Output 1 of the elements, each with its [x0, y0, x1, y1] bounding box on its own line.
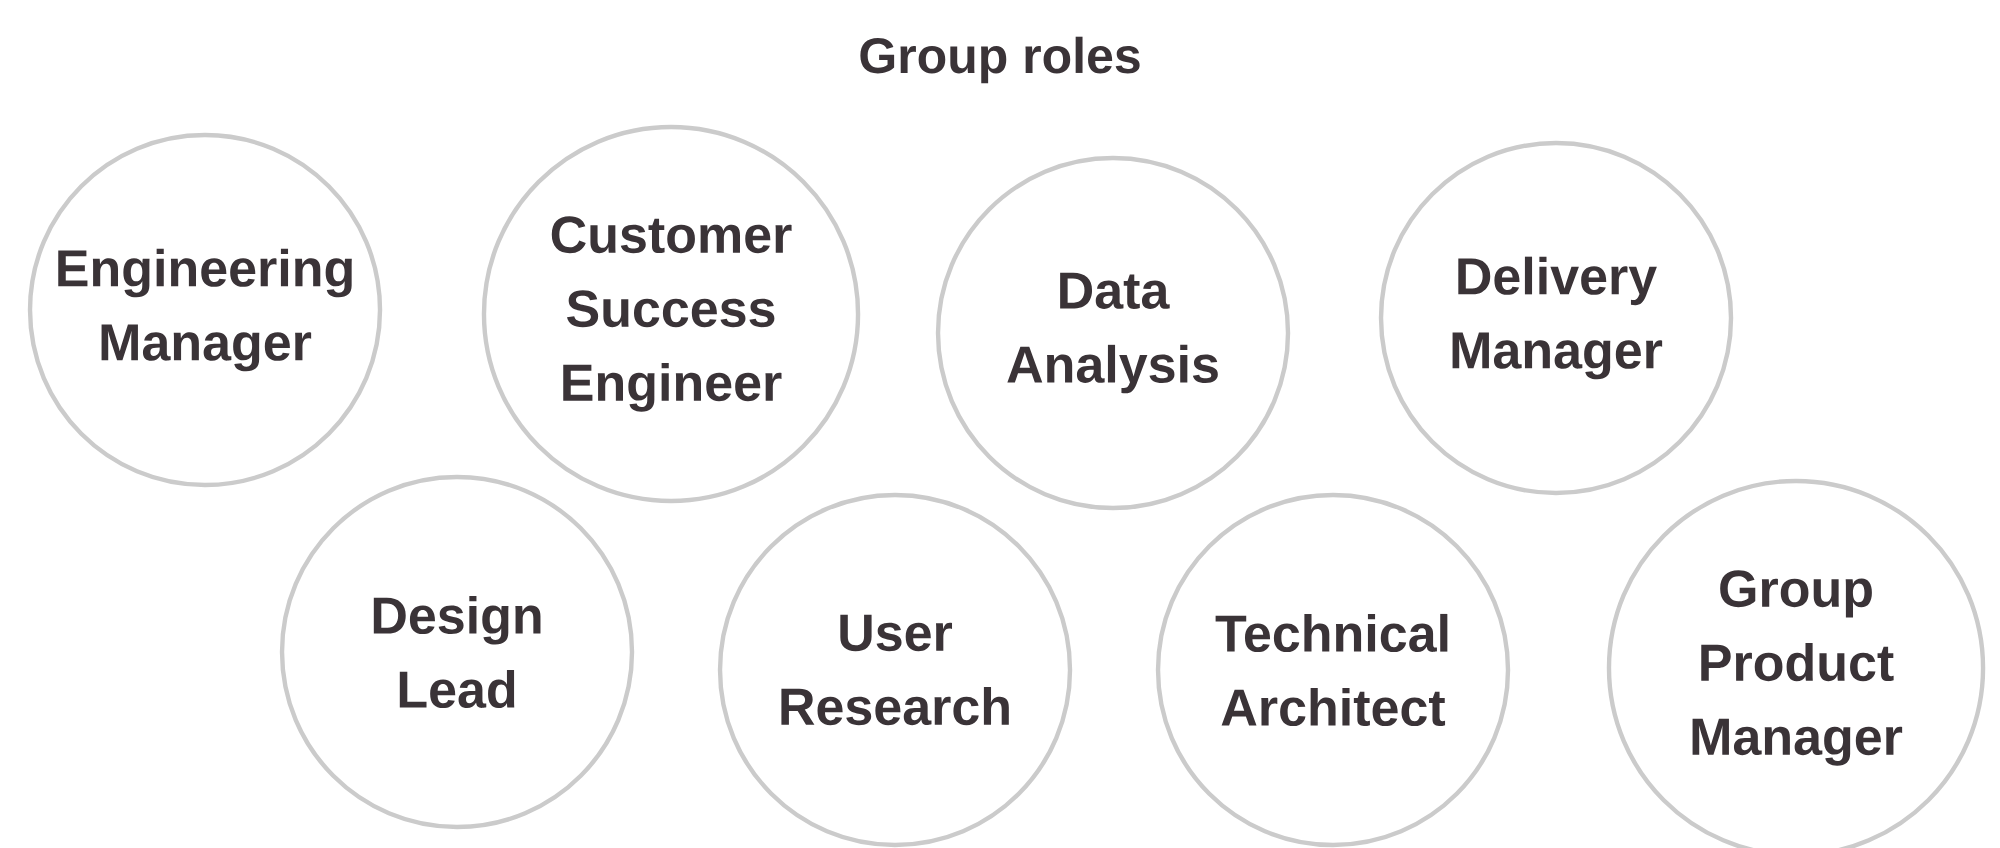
- title: Group roles: [860, 36, 1140, 84]
